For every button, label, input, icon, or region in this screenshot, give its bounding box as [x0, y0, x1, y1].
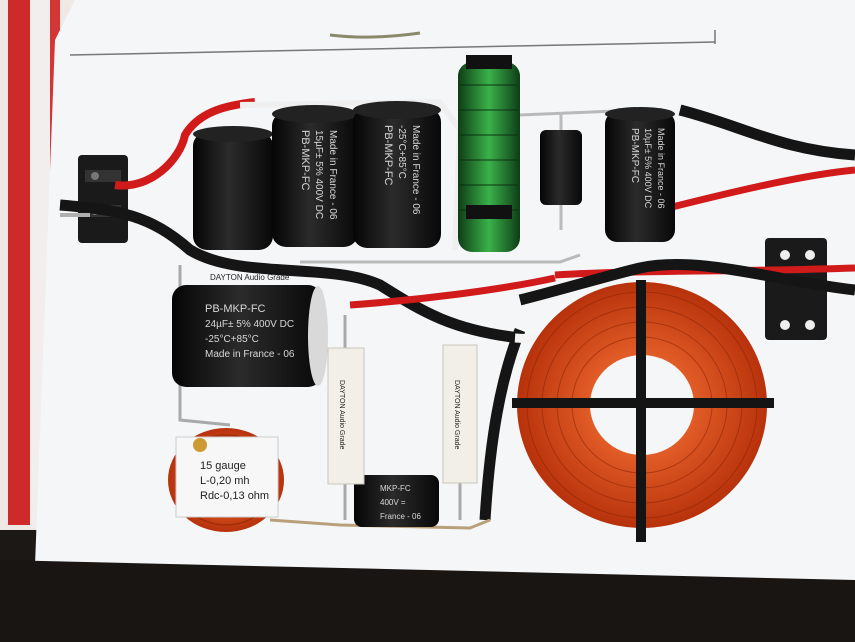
red-wire-right-mid	[554, 264, 855, 279]
svg-text:400V =: 400V =	[380, 498, 406, 507]
inductor-label	[175, 436, 279, 518]
svg-text:DAYTON Audio Grade: DAYTON Audio Grade	[338, 380, 345, 449]
red-wire-right-top	[659, 166, 855, 214]
svg-text:MKP-FC: MKP-FC	[380, 484, 411, 493]
capacitor-small-vertical	[540, 112, 582, 230]
black-wire-right-mid	[518, 259, 855, 306]
copper-air-core-inductor	[512, 280, 774, 542]
svg-text:PB-MKP-FC: PB-MKP-FC	[299, 130, 311, 191]
resistor-2: DAYTON Audio Grade	[442, 344, 478, 484]
svg-text:France - 06: France - 06	[380, 512, 421, 521]
red-binder-edge	[8, 0, 30, 525]
capacitor-large: DAYTON Audio Grade PB-MKP-FC 24µF± 5% 40…	[172, 273, 328, 387]
inductor-label-line-3: Rdc-0,13 ohm	[200, 490, 269, 502]
right-terminal-block	[765, 238, 827, 340]
capacitor-right: PB-MKP-FC 10µF± 5% 400V DC Made in Franc…	[605, 107, 675, 242]
svg-text:-25°C+85°C: -25°C+85°C	[396, 125, 407, 179]
svg-text:15µF± 5% 400V DC: 15µF± 5% 400V DC	[313, 130, 324, 219]
capacitor-large-line-3: -25°C+85°C	[205, 334, 259, 345]
black-wire-main	[59, 199, 521, 344]
inductor-label-line-1: 15 gauge	[200, 460, 246, 472]
svg-text:PB-MKP-FC: PB-MKP-FC	[629, 128, 640, 183]
left-terminal-block	[78, 155, 128, 243]
capacitor-large-brand: DAYTON Audio Grade	[210, 273, 290, 282]
capacitor-top-1	[193, 126, 273, 250]
svg-text:PB-MKP-FC: PB-MKP-FC	[382, 125, 394, 186]
red-wire-left	[114, 98, 256, 190]
green-air-core-inductor	[458, 55, 520, 252]
capacitor-large-line-4: Made in France - 06	[205, 349, 295, 360]
inductor-label-line-2: L-0,20 mh	[200, 475, 250, 487]
capacitor-small-bottom: MKP-FC 400V = France - 06	[354, 475, 439, 527]
svg-text:DAYTON Audio Grade: DAYTON Audio Grade	[453, 380, 460, 449]
svg-text:Made in France - 06: Made in France - 06	[410, 125, 421, 215]
red-wire-center	[349, 274, 556, 309]
small-copper-inductor: 15 gauge L-0,20 mh Rdc-0,13 ohm	[168, 428, 284, 532]
capacitor-large-line-2: 24µF± 5% 400V DC	[205, 319, 294, 330]
capacitor-top-2: PB-MKP-FC 15µF± 5% 400V DC Made in Franc…	[272, 105, 358, 247]
black-wire-vertical	[479, 327, 526, 521]
capacitor-large-line-1: PB-MKP-FC	[205, 303, 266, 315]
svg-text:Made in France - 06: Made in France - 06	[656, 128, 666, 209]
resistor-1: DAYTON Audio Grade	[327, 347, 365, 485]
svg-text:10µF± 5% 400V DC: 10µF± 5% 400V DC	[643, 128, 653, 209]
black-wire-right-top	[678, 104, 855, 161]
capacitor-top-3: PB-MKP-FC -25°C+85°C Made in France - 06	[353, 101, 441, 248]
svg-text:Made in France - 06: Made in France - 06	[327, 130, 338, 220]
